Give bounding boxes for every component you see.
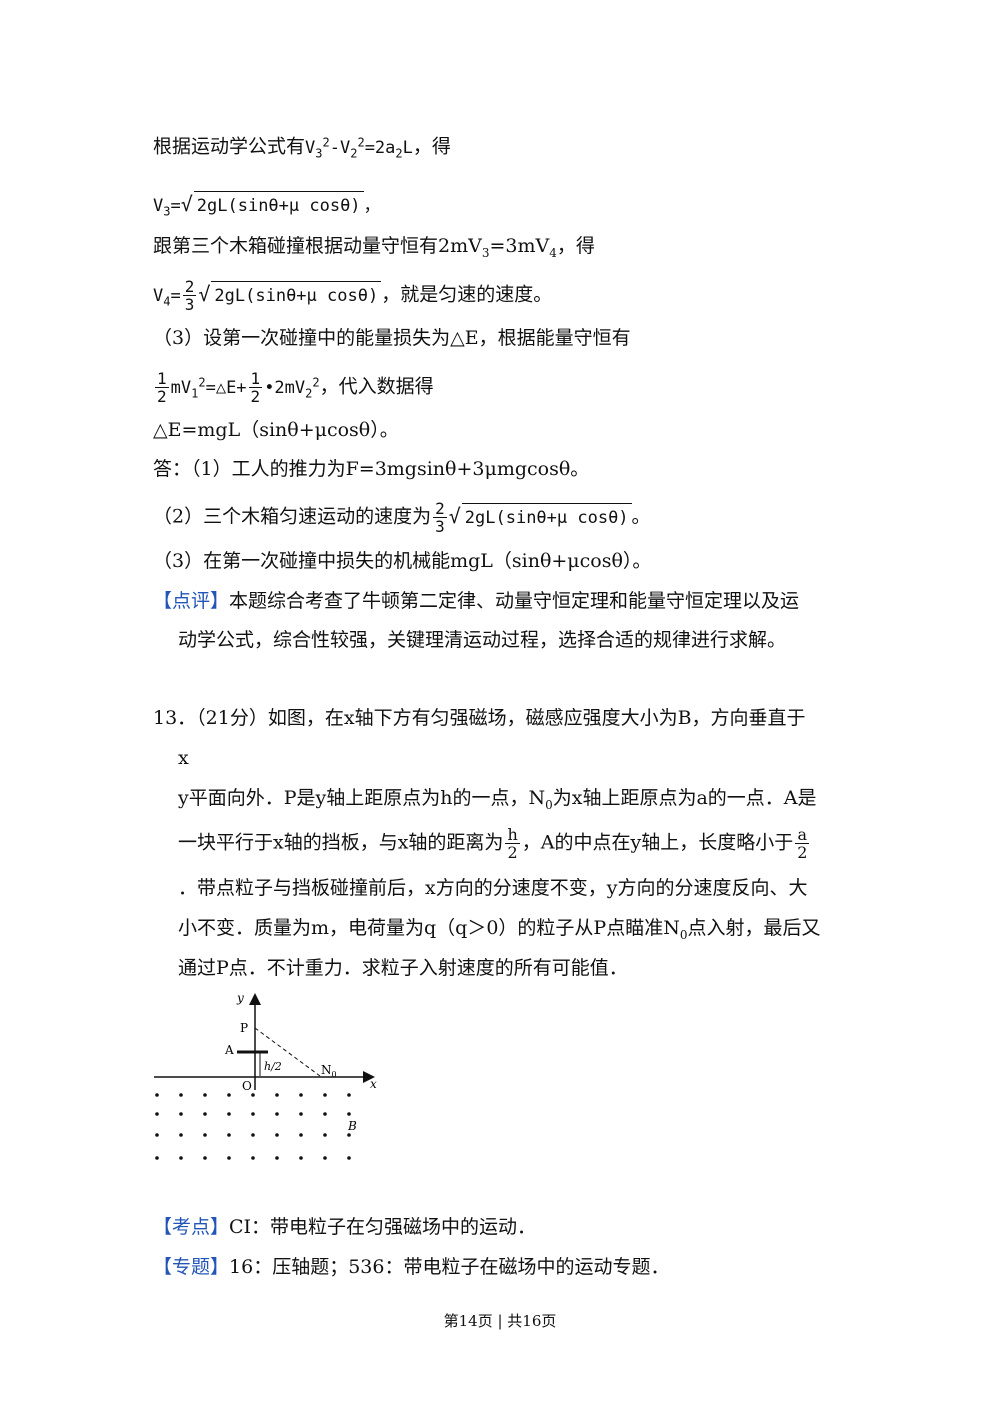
field-dot (299, 1133, 303, 1137)
field-dot (347, 1112, 351, 1116)
field-dot (275, 1156, 279, 1160)
kaodian-tag: 【考点】 (153, 1216, 230, 1238)
q13-line-1: 13．（21分）如图，在x轴下方有匀强磁场，磁感应强度大小为B，方向垂直于 (153, 707, 806, 729)
field-dot (155, 1156, 159, 1160)
field-dot (299, 1112, 303, 1116)
text-line-3: 跟第三个木箱碰撞根据动量守恒有2mV3=3mV4，得 (153, 235, 595, 260)
label-x: x (370, 1077, 377, 1091)
field-dot (275, 1133, 279, 1137)
label-o: O (242, 1079, 252, 1093)
comment-line-1: 【点评】本题综合考查了牛顿第二定律、动量守恒定理和能量守恒定理以及运 (153, 590, 800, 612)
q13-line-5: ．带点粒子与挡板碰撞前后，x方向的分速度不变，y方向的分速度反向、大 (178, 877, 808, 899)
field-dot (275, 1093, 279, 1097)
formula-v3: V3=√2gL(sinθ+μ cosθ)， (153, 191, 381, 220)
q13-line-7: 通过P点．不计重力．求粒子入射速度的所有可能值． (178, 957, 628, 979)
field-dot (203, 1156, 207, 1160)
field-dot (155, 1133, 159, 1137)
field-dot (299, 1093, 303, 1097)
q13-line-6: 小不变．质量为m，电荷量为q（q＞0）的粒子从P点瞄准N0点入射，最后又 (178, 917, 821, 942)
field-dot (179, 1156, 183, 1160)
field-dot (227, 1133, 231, 1137)
field-dot (203, 1133, 207, 1137)
field-dot (347, 1156, 351, 1160)
q13-line-3: y平面向外．P是y轴上距原点为h的一点，N0为x轴上距原点为a的一点．A是 (178, 787, 817, 812)
page-footer: 第14页 | 共16页 (443, 1312, 557, 1330)
l1-prefix: 根据运动学公式有 (153, 135, 306, 158)
field-dot (251, 1093, 255, 1097)
q13-line-2: x (178, 747, 189, 769)
answer-3: （3）在第一次碰撞中损失的机械能mgL（sinθ+μcosθ）。 (153, 550, 652, 572)
zhuanti-line: 【专题】16：压轴题；536：带电粒子在磁场中的运动专题． (153, 1256, 670, 1278)
text-line-1: 根据运动学公式有V32-V22=2a2L，得 (153, 128, 451, 167)
field-dot (227, 1093, 231, 1097)
field-dot (251, 1133, 255, 1137)
label-a: A (224, 1043, 234, 1057)
l1-formula: V32-V22=2a2L (305, 135, 413, 161)
field-dot (227, 1156, 231, 1160)
field-dot (323, 1112, 327, 1116)
answer-1: 答：（1）工人的推力为F=3mgsinθ+3μmgcosθ。 (153, 458, 590, 480)
field-dot (155, 1093, 159, 1097)
field-dot (323, 1093, 327, 1097)
field-dot (323, 1133, 327, 1137)
sqrt-radicand: 2gL(sinθ+μ cosθ) (193, 191, 364, 220)
field-dot (203, 1112, 207, 1116)
field-dot (155, 1112, 159, 1116)
field-dot (179, 1133, 183, 1137)
field-dot (347, 1133, 351, 1137)
label-b: B (347, 1119, 357, 1133)
label-p: P (240, 1021, 248, 1035)
label-h2: h/2 (264, 1060, 282, 1073)
field-dot (203, 1093, 207, 1097)
zhuanti-tag: 【专题】 (153, 1256, 230, 1278)
field-dot (227, 1112, 231, 1116)
kaodian-line: 【考点】CI：带电粒子在匀强磁场中的运动． (153, 1216, 537, 1238)
label-n0: N0 (321, 1063, 337, 1079)
text-line-5: （3）设第一次碰撞中的能量损失为△E，根据能量守恒有 (153, 327, 631, 349)
field-dot (251, 1112, 255, 1116)
field-dot (323, 1156, 327, 1160)
field-dot (251, 1156, 255, 1160)
field-dot (179, 1093, 183, 1097)
field-dot (347, 1093, 351, 1097)
field-dots (155, 1093, 351, 1160)
label-y: y (236, 991, 244, 1005)
field-dot (275, 1112, 279, 1116)
magnetic-field-diagram: y P A h/2 O N0 x B (154, 991, 377, 1160)
comment-tag: 【点评】 (153, 590, 230, 612)
field-dot (179, 1112, 183, 1116)
text-line-7: △E=mgL（sinθ+μcosθ）。 (153, 419, 399, 441)
comment-line-2: 动学公式，综合性较强，关键理清运动过程，选择合适的规律进行求解。 (178, 629, 787, 651)
field-dot (299, 1156, 303, 1160)
l1-suffix: ，得 (412, 135, 451, 158)
